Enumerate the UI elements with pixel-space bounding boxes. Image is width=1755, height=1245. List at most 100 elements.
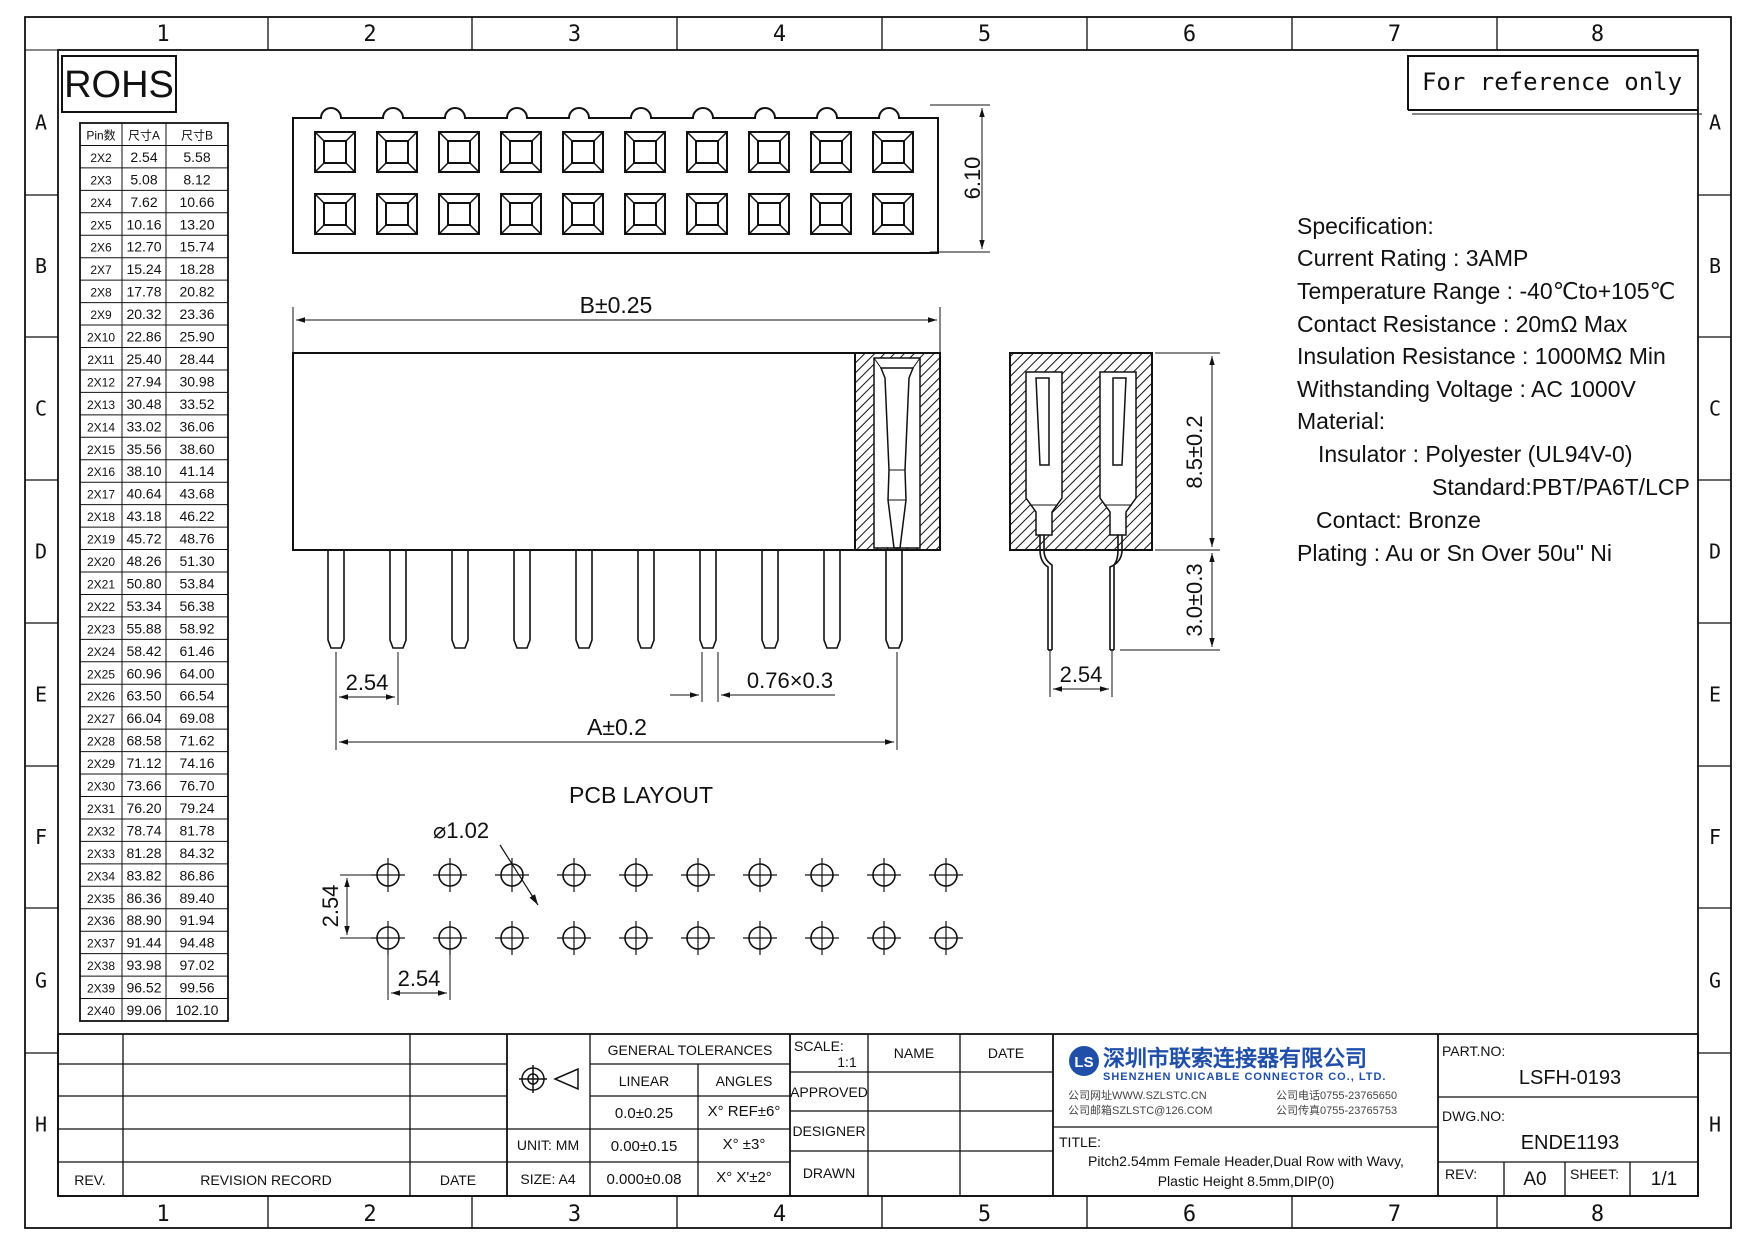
size-table-cell: 2X37 [87, 937, 115, 951]
size-table-cell: 41.14 [179, 463, 214, 479]
zone-row-label: G [35, 969, 47, 993]
size-table-cell: 94.48 [179, 935, 214, 951]
front-pin [699, 550, 717, 649]
pcb-hole-icon [619, 921, 653, 955]
size-table-cell: 2X35 [87, 892, 115, 906]
spec-temperature: Temperature Range : -40℃to+105℃ [1297, 278, 1675, 304]
contact-square-icon [500, 131, 542, 173]
tb-revision-record: REVISION RECORD [200, 1172, 331, 1188]
contact-square-icon [562, 131, 604, 173]
zone-col-label: 4 [773, 22, 786, 47]
size-table-cell: 22.86 [126, 329, 161, 345]
size-table-cell: 71.62 [179, 733, 214, 749]
size-table-cell: 58.92 [179, 620, 214, 636]
front-pin [513, 550, 531, 649]
size-table-cell: 2X15 [87, 443, 115, 457]
size-table-cell: 18.28 [179, 261, 214, 277]
size-table-cell: 43.68 [179, 486, 214, 502]
contact-square-icon [438, 193, 480, 235]
size-table-header: 尺寸B [181, 128, 213, 142]
size-table-cell: 2.54 [130, 149, 157, 165]
tb-linear: LINEAR [619, 1073, 670, 1089]
tb-unit: UNIT: MM [517, 1137, 579, 1153]
size-table-cell: 73.66 [126, 778, 161, 794]
size-table-cell: 30.98 [179, 373, 214, 389]
contact-square-icon [810, 193, 852, 235]
top-view-outline [292, 107, 939, 254]
title-block: REV. REVISION RECORD DATE UNIT: MM SIZE:… [57, 1033, 1699, 1197]
dim-pcb-hole: ⌀1.02 [433, 818, 489, 843]
size-table-cell: 35.56 [126, 441, 161, 457]
tb-title-line2: Plastic Height 8.5mm,DIP(0) [1158, 1173, 1335, 1189]
size-table-cell: 2X20 [87, 555, 115, 569]
size-table-cell: 58.42 [126, 643, 161, 659]
size-table-cell: 91.94 [179, 912, 214, 928]
company-logo-icon: LS [1069, 1046, 1099, 1076]
size-table-cell: 2X28 [87, 735, 115, 749]
size-table-cell: 96.52 [126, 980, 161, 996]
size-table-cell: 2X2 [90, 151, 112, 165]
size-table-cell: 91.44 [126, 935, 161, 951]
size-table-cell: 2X31 [87, 802, 115, 816]
contact-square-icon [810, 131, 852, 173]
tb-title-line1: Pitch2.54mm Female Header,Dual Row with … [1088, 1153, 1404, 1169]
pcb-layout-title: PCB LAYOUT [569, 782, 713, 808]
size-table-cell: 66.04 [126, 710, 161, 726]
size-table-cell: 5.58 [183, 149, 210, 165]
zone-row-label: D [35, 540, 47, 564]
size-table-cell: 43.18 [126, 508, 161, 524]
size-table-cell: 61.46 [179, 643, 214, 659]
dim-a-length: A±0.2 [587, 714, 647, 740]
zone-row-label: A [1709, 111, 1721, 135]
size-table-cell: 76.70 [179, 778, 214, 794]
size-table-cell: 99.56 [179, 980, 214, 996]
pcb-hole-icon [743, 921, 777, 955]
size-table-cell: 5.08 [130, 171, 157, 187]
size-table-cell: 45.72 [126, 531, 161, 547]
spec-current: Current Rating : 3AMP [1297, 245, 1528, 271]
size-table-cell: 28.44 [179, 351, 214, 367]
size-table-cell: 40.64 [126, 486, 161, 502]
zone-row-label: F [35, 825, 47, 849]
front-pin [761, 550, 779, 649]
zone-row-label: E [35, 683, 47, 707]
pcb-hole-icon [495, 921, 529, 955]
size-table-cell: 89.40 [179, 890, 214, 906]
pcb-hole-icon [557, 921, 591, 955]
tb-company-tel: 公司电话0755-23765650 [1276, 1089, 1397, 1102]
size-table-cell: 97.02 [179, 957, 214, 973]
size-table-cell: 27.94 [126, 373, 161, 389]
spec-insulation-resistance: Insulation Resistance : 1000MΩ Min [1297, 343, 1666, 369]
reference-note-text: For reference only [1422, 68, 1682, 96]
zone-col-label: 8 [1591, 22, 1604, 47]
tb-name: NAME [894, 1045, 934, 1061]
pcb-hole-icon [371, 858, 405, 892]
pcb-hole-icon [743, 858, 777, 892]
size-table-cell: 2X29 [87, 757, 115, 771]
front-view-pins [327, 550, 903, 649]
zone-row-label: D [1709, 540, 1721, 564]
zone-col-label: 3 [568, 1202, 581, 1227]
size-table-cell: 66.54 [179, 688, 214, 704]
tb-tol-linear-3: 0.000±0.08 [607, 1171, 682, 1188]
size-table-cell: 2X8 [90, 286, 112, 300]
contact-square-icon [872, 193, 914, 235]
size-table-cell: 33.02 [126, 418, 161, 434]
zone-col-label: 2 [363, 1202, 376, 1227]
tb-angles: ANGLES [716, 1073, 773, 1089]
top-view: 6.10 [292, 104, 990, 254]
size-table-cell: 20.82 [179, 284, 214, 300]
pcb-hole-icon [433, 921, 467, 955]
zone-col-label: 4 [773, 1202, 786, 1227]
size-table-cell: 71.12 [126, 755, 161, 771]
size-table-cell: 99.06 [126, 1002, 161, 1018]
dim-side-height: 8.5±0.2 [1182, 415, 1207, 488]
tb-dwg-no: ENDE1193 [1521, 1132, 1620, 1154]
size-table-cell: 63.50 [126, 688, 161, 704]
contact-square-icon [500, 193, 542, 235]
size-table-header: Pin数 [86, 127, 115, 142]
pcb-holes [371, 858, 963, 955]
pcb-hole-icon [681, 858, 715, 892]
dim-pcb-pitch-h: 2.54 [398, 966, 441, 991]
